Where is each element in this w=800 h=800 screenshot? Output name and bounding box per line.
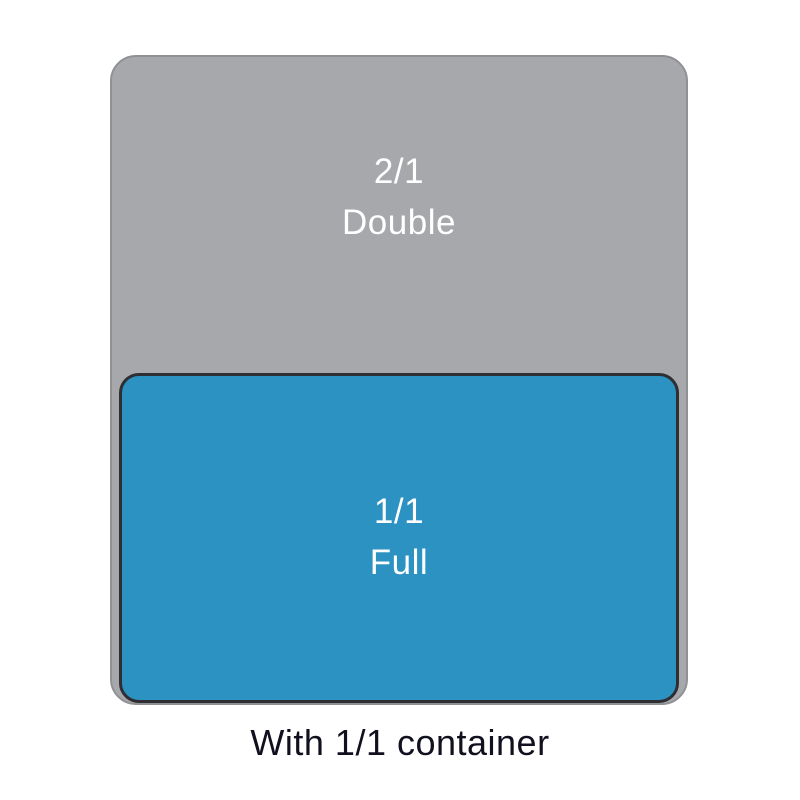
double-pan-name: Double	[342, 202, 456, 242]
double-pan-label: 2/1 Double	[342, 147, 456, 249]
double-pan-size: 2/1	[373, 152, 425, 191]
full-pan-size: 1/1	[373, 492, 425, 532]
full-pan-label: 1/1 Full	[370, 487, 428, 589]
full-pan: 1/1 Full	[119, 373, 679, 703]
full-pan-name: Full	[369, 543, 429, 582]
diagram-caption: With 1/1 container	[250, 722, 550, 763]
